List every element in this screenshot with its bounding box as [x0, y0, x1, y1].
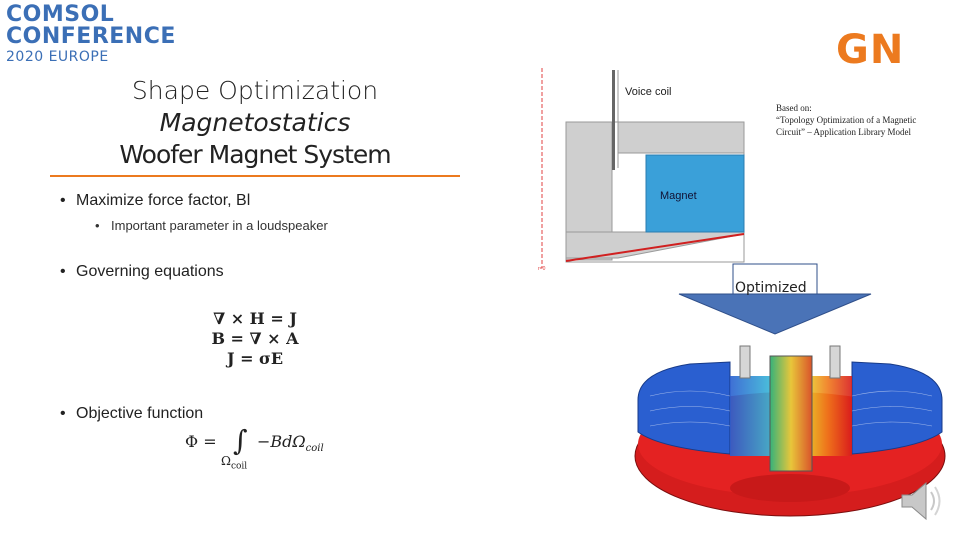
title-divider	[50, 175, 460, 177]
bullet-force-factor: •Maximize force factor, Bl	[60, 192, 251, 209]
slide-title: Shape Optimization	[131, 76, 379, 105]
integral-domain: Ωcoil	[221, 454, 247, 471]
sub-bullet-parameter: •Important parameter in a loudspeaker	[95, 218, 328, 233]
equation-vector-potential: B = ∇ × A	[211, 329, 299, 348]
optimized-label: Optimized	[735, 280, 807, 296]
bullet-text: Governing equations	[76, 263, 224, 280]
rim-right	[829, 345, 841, 379]
gn-logo: GN	[836, 27, 905, 73]
field-lines	[649, 390, 933, 427]
sound-wave-1	[930, 491, 935, 511]
integral-sign: ∫	[233, 424, 248, 457]
rim-left	[739, 345, 751, 379]
optimized-result-render	[634, 345, 946, 517]
bullet-objective-function: •Objective function	[60, 405, 204, 422]
axis-label: r=0	[538, 266, 546, 272]
slide-subtitle-2: Woofer Magnet System	[119, 140, 391, 169]
bullet-governing-equations: •Governing equations	[60, 263, 224, 280]
objective-lhs: Φ =	[185, 432, 217, 451]
inner-ring	[730, 474, 850, 502]
voice-coil-label: Voice coil	[625, 86, 671, 98]
speaker-body	[901, 481, 927, 521]
top-plate	[617, 121, 745, 154]
magnet-label: Magnet	[660, 190, 697, 202]
optimized-edge	[565, 233, 745, 262]
slide-subtitle: Magnetostatics	[159, 108, 351, 137]
back-plate	[565, 231, 745, 259]
comsol-conference-logo: COMSOL CONFERENCE 2020 EUROPE	[6, 4, 176, 66]
domain-text: Ω	[221, 454, 231, 468]
integrand-text: −BdΩ	[257, 432, 306, 451]
sub-bullet-text: Important parameter in a loudspeaker	[111, 218, 328, 233]
central-pole	[769, 355, 813, 472]
domain-subscript: coil	[230, 461, 248, 472]
reference-line-3: Circuit” – Application Library Model	[776, 127, 911, 137]
reference-line-2: “Topology Optimization of a Magnetic	[776, 115, 917, 125]
arrow-label-box	[732, 263, 818, 295]
reference-note: Based on: “Topology Optimization of a Ma…	[776, 102, 946, 138]
sound-wave-2	[934, 486, 941, 516]
logo-line-3: 2020 EUROPE	[6, 49, 109, 65]
integrand-subscript: coil	[305, 443, 324, 455]
bullet-text: Maximize force factor, Bl	[76, 192, 251, 209]
bullet-text: Objective function	[76, 405, 204, 422]
reference-line-1: Based on:	[776, 103, 812, 113]
speaker-icon[interactable]	[896, 478, 944, 524]
logo-line-2: CONFERENCE	[6, 24, 176, 49]
objective-equation: Φ = ∫ −BdΩcoil Ωcoil	[185, 424, 345, 473]
magnet-block	[645, 154, 745, 233]
optimized-arrow	[678, 263, 872, 335]
magnet-system-diagram: Magnet Voice coil r=0	[538, 68, 745, 272]
equation-ampere: ∇ × H = J	[213, 309, 297, 328]
voice-coil-bar	[612, 70, 615, 170]
objective-integrand: −BdΩcoil	[257, 432, 324, 454]
logo-line-1: COMSOL	[6, 2, 115, 27]
equation-ohm: J = σE	[226, 349, 284, 368]
